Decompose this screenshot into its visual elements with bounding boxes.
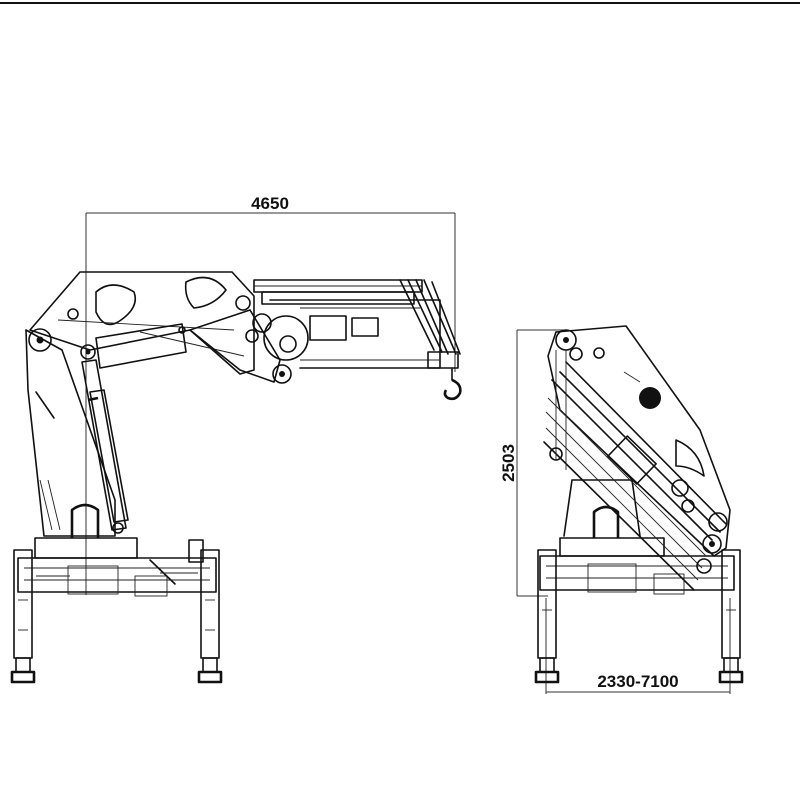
crane-column: [25, 329, 116, 538]
folded-boom: [543, 325, 731, 591]
stabilizer-leg-right: [197, 549, 223, 684]
inner-boom: [28, 271, 255, 375]
reach-dimension: 4650: [85, 194, 456, 595]
span-label: 2330-7100: [597, 672, 678, 691]
outer-boom-link: [189, 309, 309, 384]
stabilizer-leg-left: [10, 549, 36, 684]
folded-leg-right: [718, 549, 744, 684]
reach-label: 4650: [251, 194, 289, 213]
base-frame: [17, 537, 217, 597]
main-cylinder: [81, 359, 129, 534]
height-label: 2503: [499, 444, 518, 482]
folded-leg-left: [534, 549, 560, 684]
fold-cylinder: [95, 323, 245, 369]
folded-base-frame: [539, 479, 735, 595]
side-view-extended: 4650: [10, 194, 462, 684]
height-dimension: 2503: [499, 329, 568, 597]
crane-hook: [443, 367, 462, 401]
side-view-folded: 2503 2330-7100: [499, 325, 744, 694]
span-dimension: 2330-7100: [545, 598, 731, 694]
telescopic-boom: [253, 279, 461, 369]
